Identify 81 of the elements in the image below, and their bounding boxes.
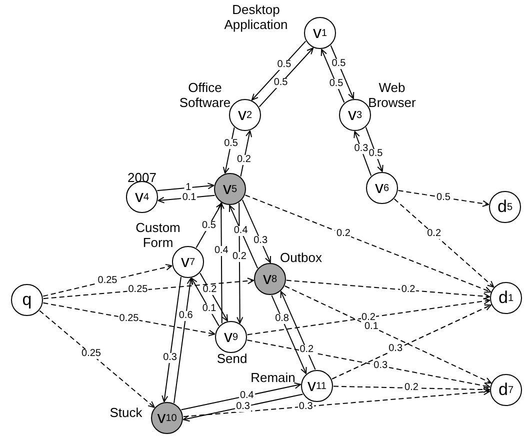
arrow — [251, 40, 306, 100]
edge-label: 0.2 — [236, 155, 252, 166]
edge-label: 0.4 — [213, 246, 230, 256]
arrow — [236, 202, 244, 324]
edge-label: 0.2 — [202, 284, 218, 295]
dashed-arrow — [394, 198, 494, 288]
dashed-arrow — [246, 340, 490, 389]
edge-label: 0.3 — [252, 236, 269, 246]
node-caption: Remain — [250, 370, 296, 385]
edge-label: 0.8 — [274, 314, 290, 324]
arrow — [156, 182, 214, 192]
node-caption: Outbox — [279, 250, 323, 265]
edge-label: 0.25 — [118, 314, 140, 324]
edge-label: 0.2 — [360, 312, 376, 322]
edge-label: 0.3 — [372, 360, 389, 371]
edge-label: 0.1 — [181, 192, 198, 203]
edge-label: 0.5 — [272, 78, 289, 88]
edge-label: 0.5 — [330, 59, 347, 70]
arrow — [218, 202, 224, 324]
edge-label: 0.2 — [400, 285, 416, 296]
dashed-arrow — [284, 286, 492, 384]
dashed-arrow — [42, 264, 172, 297]
dashed-arrow — [333, 386, 490, 393]
edge-label: 0.4 — [232, 226, 249, 236]
edge-label: 0.5 — [436, 192, 452, 202]
edge-label: 0.2 — [404, 383, 420, 393]
arrow — [330, 45, 354, 100]
dashed-arrow — [182, 388, 490, 418]
arrow — [158, 194, 216, 204]
edge-label: 0.5 — [368, 148, 384, 159]
node-caption: Stuck — [108, 405, 144, 420]
arrow — [354, 131, 372, 176]
arrow — [365, 126, 384, 172]
arrow — [258, 48, 314, 108]
node-caption: Office Software — [178, 80, 232, 110]
dashed-arrow — [42, 278, 254, 300]
arrow — [271, 294, 307, 374]
edge-label: 0.3 — [388, 344, 404, 354]
edge-label: 0.3 — [353, 144, 370, 154]
edge-label: 0.4 — [238, 390, 255, 401]
dashed-arrow — [244, 194, 492, 293]
edge-label: 0.5 — [276, 60, 292, 70]
dashed-arrow — [246, 298, 490, 336]
edge-label: 0.6 — [178, 310, 194, 321]
edge-label: 0.2 — [298, 345, 315, 356]
arrow — [222, 127, 235, 174]
arrow — [320, 48, 345, 103]
edge-label: 0.1 — [201, 304, 218, 314]
edge-label: 0.2 — [232, 252, 248, 262]
edge-label: 0.5 — [223, 138, 239, 149]
edge-label: 0.3 — [235, 402, 251, 412]
edge-label: 0.5 — [328, 78, 344, 89]
edge-label: 0.5 — [201, 220, 217, 230]
arrow — [228, 204, 258, 269]
arrow — [200, 272, 228, 322]
edge-label: 0.25 — [127, 285, 149, 296]
dashed-arrow — [332, 304, 492, 380]
edge-label: 0.25 — [80, 349, 102, 360]
edge-label: 0.25 — [96, 276, 118, 286]
arrow — [280, 290, 316, 370]
edge-label: 0.3 — [162, 353, 178, 364]
arrow — [182, 394, 304, 422]
arrow — [191, 278, 220, 326]
edge-label: 0.3 — [298, 402, 314, 412]
arrow — [162, 276, 182, 402]
arrow — [196, 202, 222, 248]
dashed-arrow — [39, 310, 155, 408]
state-circle: q — [11, 284, 43, 316]
edge-label: 0.1 — [364, 322, 380, 332]
arrow — [180, 382, 302, 410]
arrow — [240, 130, 252, 177]
node-caption: Send — [216, 351, 248, 366]
dashed-arrow — [398, 190, 490, 207]
edge-label: 0.2 — [426, 229, 442, 240]
node-caption: Desktop Application — [223, 2, 289, 32]
arrow — [242, 199, 272, 264]
edge-label: 1 — [184, 182, 192, 193]
arrow — [174, 278, 194, 404]
edge-label: 0.2 — [336, 228, 352, 239]
dashed-arrow — [286, 280, 490, 300]
dashed-arrow — [42, 302, 216, 336]
